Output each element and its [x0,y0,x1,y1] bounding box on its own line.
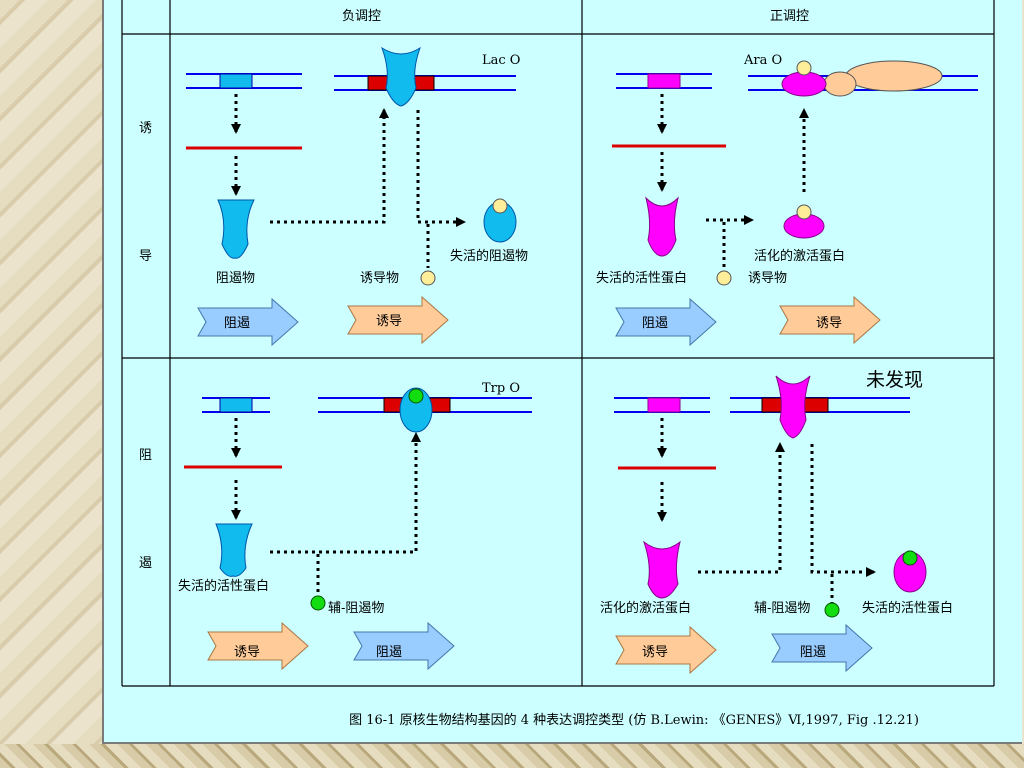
label-repressor: 阻遏物 [216,271,255,286]
label-inactive-activator: 失活的活性蛋白 [596,270,687,286]
decorative-border-left [0,0,102,768]
bound-inducer [796,204,812,220]
bound-corepressor [902,550,918,566]
dotted-connector [270,108,389,224]
label-inducer: 诱导物 [748,271,787,286]
dotted-connector [416,110,466,227]
svg-text:阻遏: 阻遏 [642,316,668,331]
dna-operator-ara [748,60,978,97]
svg-text:诱导: 诱导 [642,645,668,660]
label-active-activator: 活化的激活蛋白 [600,600,691,616]
label-active-activator: 活化的激活蛋白 [754,248,845,264]
dotted-connector [698,442,785,574]
operator-label-trp: Trp O [482,381,520,396]
arrow-repression: 阻遏 [197,297,299,347]
corepressor-molecule [824,602,840,618]
bound-activator-shape [781,71,827,97]
svg-text:诱导: 诱导 [376,314,402,329]
svg-text:诱导: 诱导 [234,645,260,660]
row-header-induction-1: 诱 [139,121,152,136]
figure-caption: 图 16-1 原核生物结构基因的 4 种表达调控类型 (仿 B.Lewin: 《… [349,713,919,728]
inactive-activator-shape [645,196,679,257]
panel-positive-repression: 未发现 活化的激活蛋白 辅-阻遏物 失活的活性蛋白 诱导 [600,369,953,675]
dna-gene [616,73,712,89]
dotted-connector [810,444,876,577]
inducer-molecule [716,270,732,286]
arrow-repression: 阻遏 [615,297,717,347]
dna-gene [186,73,302,89]
repressor-protein-shape [217,199,255,259]
svg-text:阻遏: 阻遏 [224,316,250,331]
operator-label-lac: Lac O [482,53,520,68]
arrow-induction: 诱导 [779,295,881,345]
dna-operator-trp [318,387,532,433]
bound-inducer [492,198,508,214]
arrow-induction: 诱导 [615,625,717,675]
panel-positive-induction: 失活的活性蛋白 诱导物 活化的激活蛋白 Ara O 阻遏 诱导 [596,53,978,347]
bound-inducer [796,60,812,76]
arrow-induction: 诱导 [207,621,309,671]
dotted-connector [270,432,421,554]
operator-label-ara: Ara O [743,53,782,68]
arrow-induction: 诱导 [347,295,449,345]
svg-text:阻遏: 阻遏 [800,645,826,660]
svg-text:阻遏: 阻遏 [376,645,402,660]
table-grid [121,0,995,687]
label-inactive-repressor: 失活的阻遏物 [450,248,528,264]
slide: 负调控 正调控 诱 导 阻 遏 阻遏物 Lac O 诱导物 失活的阻遏物 [102,0,1022,744]
dna-operator [730,375,910,439]
inducer-molecule [420,270,436,286]
inactive-repressor-shape [215,523,253,577]
panel-negative-induction: 阻遏物 Lac O 诱导物 失活的阻遏物 阻遏 诱导 [186,46,528,347]
label-corepressor: 辅-阻遏物 [328,601,384,616]
dna-operator-lac [334,46,516,107]
row-header-repression-2: 遏 [139,556,152,571]
label-inactive-repressor-protein: 失活的活性蛋白 [178,578,269,594]
label-inducer: 诱导物 [360,271,399,286]
column-header-positive: 正调控 [770,9,809,24]
active-activator-shape [643,540,681,599]
column-header-negative: 负调控 [342,9,381,24]
row-header-induction-2: 导 [139,249,152,264]
rna-polymerase-shape [845,60,943,92]
svg-text:诱导: 诱导 [816,316,842,331]
dna-gene [202,397,270,413]
panel-negative-repression: 失活的活性蛋白 辅-阻遏物 Trp O 诱导 阻遏 [178,381,532,671]
regulation-diagram: 负调控 正调控 诱 导 阻 遏 阻遏物 Lac O 诱导物 失活的阻遏物 [121,0,995,687]
decorative-border-bottom [0,744,1024,768]
arrow-repression: 阻遏 [771,623,873,673]
label-corepressor: 辅-阻遏物 [754,601,810,616]
label-inactive-activator: 失活的活性蛋白 [862,600,953,616]
dna-gene [614,397,710,413]
arrow-repression: 阻遏 [353,621,455,671]
rna-polymerase-shape [823,71,857,97]
row-header-repression-1: 阻 [139,448,152,463]
corepressor-molecule [310,595,326,611]
label-not-found: 未发现 [866,369,923,391]
